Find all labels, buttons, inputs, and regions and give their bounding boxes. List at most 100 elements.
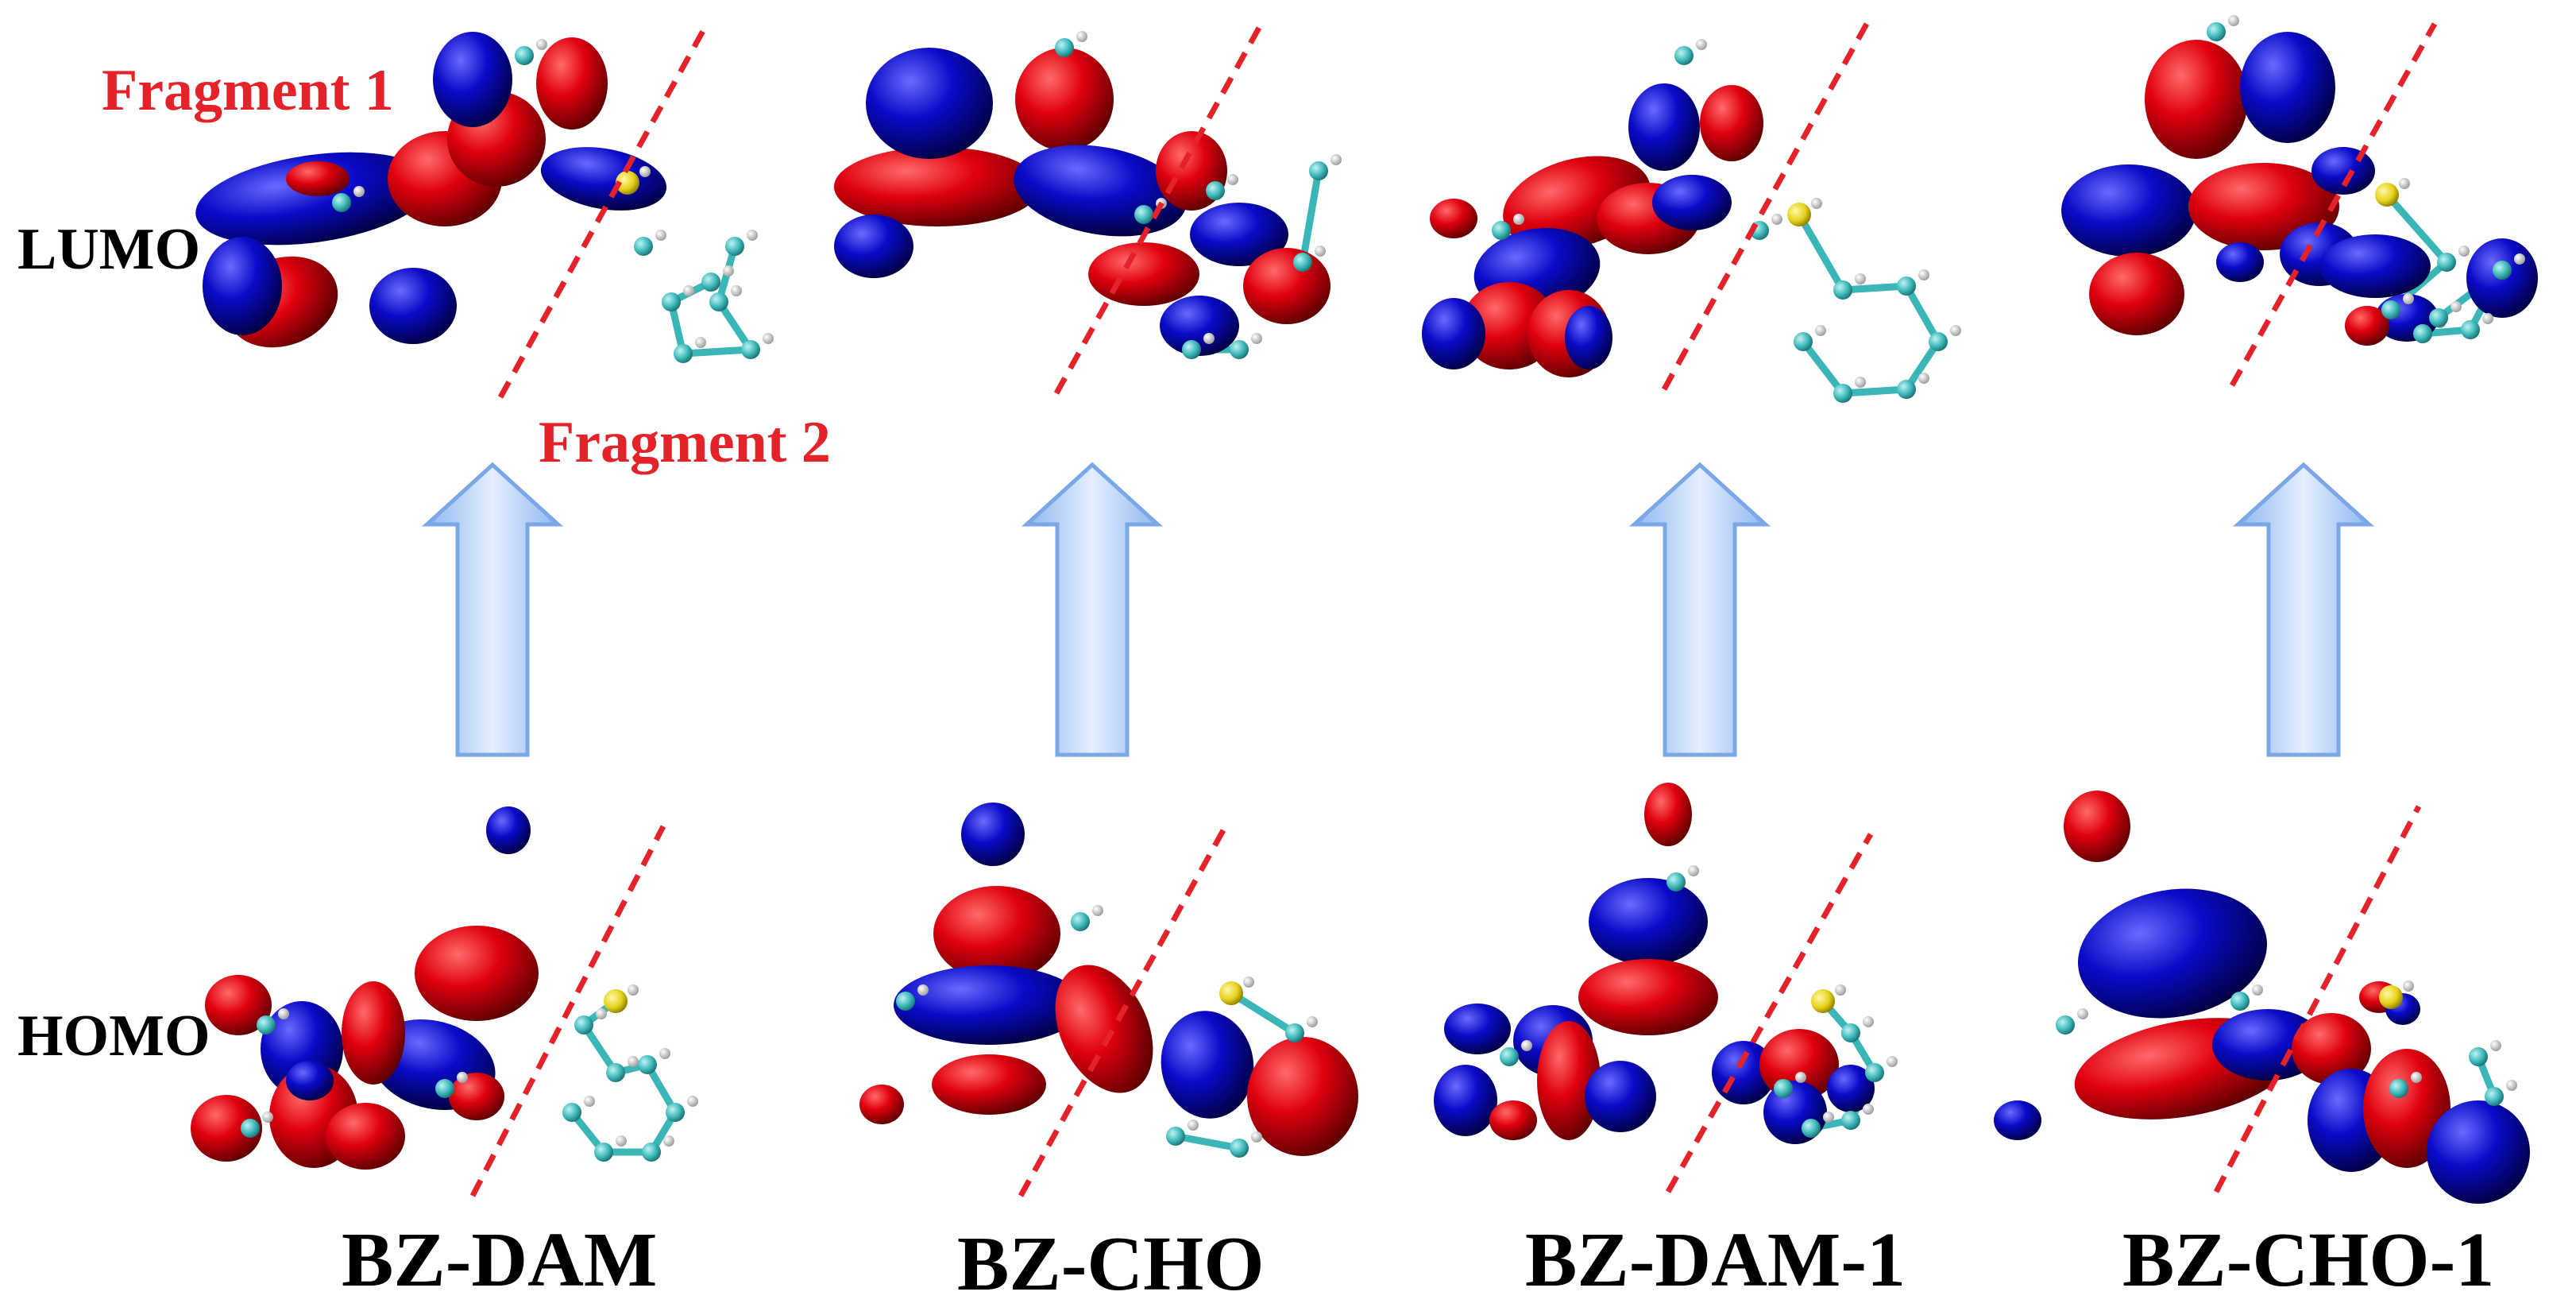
negative-lobe (2078, 888, 2267, 1019)
hydrogen-atom (1918, 269, 1929, 280)
negative-lobe (2311, 147, 2375, 195)
carbon-atom (2469, 1047, 2488, 1066)
hydrogen-atom (2077, 1008, 2088, 1019)
positive-lobe (1015, 48, 1114, 151)
sulfur-atom (604, 989, 628, 1013)
hydrogen-atom (628, 984, 639, 996)
homo-orbital-panel-3 (1434, 783, 1898, 1144)
positive-lobe (1644, 783, 1692, 846)
carbon-atom (701, 273, 720, 292)
carbon-atom (662, 292, 681, 311)
positive-lobe (342, 981, 405, 1085)
hydrogen-atom (1330, 154, 1342, 165)
carbon-atom (638, 1055, 657, 1074)
hydrogen-atom (1887, 1056, 1898, 1067)
carbon-atom (2381, 300, 2400, 319)
hydrogen-atom (1823, 1112, 1834, 1123)
hydrogen-atom (1696, 39, 1707, 50)
carbon-atom (1865, 1063, 1884, 1082)
positive-lobe (1243, 248, 1330, 324)
negative-lobe (2240, 32, 2335, 143)
positive-lobe (859, 1085, 904, 1124)
lumo-orbital-panel-2 (834, 31, 1342, 359)
carbon-atom (642, 1143, 661, 1162)
negative-lobe (1628, 83, 1700, 171)
sulfur-atom (2375, 183, 2399, 207)
fragment-1-label: Fragment 1 (102, 58, 394, 123)
hydrogen-atom (2458, 246, 2470, 257)
hydrogen-atom (695, 337, 706, 348)
negative-lobe (1589, 878, 1708, 965)
carbon-atom (1492, 221, 1511, 240)
hydrogen-atom (2228, 15, 2239, 26)
positive-lobe (1055, 965, 1153, 1093)
fragment-divider-1 (497, 22, 710, 399)
positive-lobe (205, 975, 272, 1035)
hydrogen-atom (1855, 273, 1866, 284)
carbon-atom (2493, 261, 2512, 280)
negative-lobe (1160, 296, 1239, 356)
homo-orbital-panel-4 (1994, 791, 2530, 1204)
hydrogen-atom (747, 230, 758, 241)
hydrogen-atom (659, 1048, 670, 1059)
carbon-atom (1309, 161, 1328, 180)
carbon-atom (515, 46, 534, 65)
bond (1799, 338, 1847, 397)
sulfur-atom (1811, 989, 1835, 1013)
hydrogen-atom (1513, 214, 1524, 225)
up-arrow-icon-4 (2233, 462, 2374, 757)
sulfur-atom (616, 171, 639, 195)
negative-lobe (2061, 164, 2196, 257)
molecule-label-bz-cho: BZ-CHO (957, 1221, 1265, 1307)
hydrogen-atom (1863, 1016, 1874, 1027)
homo-orbital-panel-2 (859, 802, 1358, 1158)
hydrogen-atom (687, 1096, 698, 1107)
molecule-label-bz-dam: BZ-DAM (342, 1217, 658, 1303)
carbon-atom (1929, 332, 1948, 351)
carbon-atom (725, 237, 744, 256)
hydrogen-atom (1950, 325, 1961, 336)
hydrogen-atom (2482, 313, 2493, 324)
positive-lobe (536, 37, 608, 130)
negative-lobe (961, 802, 1025, 866)
carbon-atom (1841, 1111, 1860, 1130)
bond (1227, 989, 1299, 1037)
hydrogen-atom (763, 333, 774, 344)
hydrogen-atom (655, 230, 666, 241)
fragment-divider-5 (469, 825, 666, 1197)
fragment-2-label: Fragment 2 (539, 410, 831, 475)
carbon-atom (1134, 205, 1153, 224)
hydrogen-atom (616, 1135, 627, 1147)
hydrogen-atom (2403, 980, 2414, 992)
hydrogen-atom (1243, 976, 1254, 988)
lumo-orbital-panel-3 (1422, 39, 1961, 403)
hydrogen-atom (353, 186, 365, 197)
negative-lobe (1652, 175, 1732, 230)
negative-lobe (486, 806, 531, 854)
carbon-atom (1230, 340, 1249, 359)
sulfur-atom (1219, 981, 1243, 1005)
carbon-atom (1666, 872, 1686, 891)
carbon-atom (2461, 320, 2480, 339)
hydrogen-atom (2514, 253, 2525, 265)
fragment-divider-3 (1661, 22, 1870, 391)
negative-lobe (286, 1061, 334, 1100)
carbon-atom (2056, 1015, 2075, 1034)
hydrogen-atom (2399, 178, 2410, 189)
carbon-atom (666, 1103, 685, 1122)
molecule-label-bz-dam-1: BZ-DAM-1 (1525, 1217, 1906, 1303)
positive-lobe (932, 1054, 1046, 1115)
hydrogen-atom (1835, 984, 1846, 996)
negative-lobe (2427, 1100, 2530, 1204)
hydrogen-atom (1855, 377, 1866, 388)
hydrogen-atom (1092, 905, 1103, 916)
negative-lobe (1190, 203, 1288, 266)
up-arrow-icon-3 (1629, 462, 1771, 757)
hydrogen-atom (1076, 31, 1087, 42)
positive-lobe (2292, 1013, 2371, 1085)
fragment-divider-8 (2213, 805, 2422, 1193)
molecule-label-bz-cho-1: BZ-CHO-1 (2122, 1217, 2495, 1303)
carbon-atom (1774, 1079, 1793, 1098)
carbon-atom (1055, 38, 1074, 57)
negative-lobe (1994, 1100, 2041, 1140)
